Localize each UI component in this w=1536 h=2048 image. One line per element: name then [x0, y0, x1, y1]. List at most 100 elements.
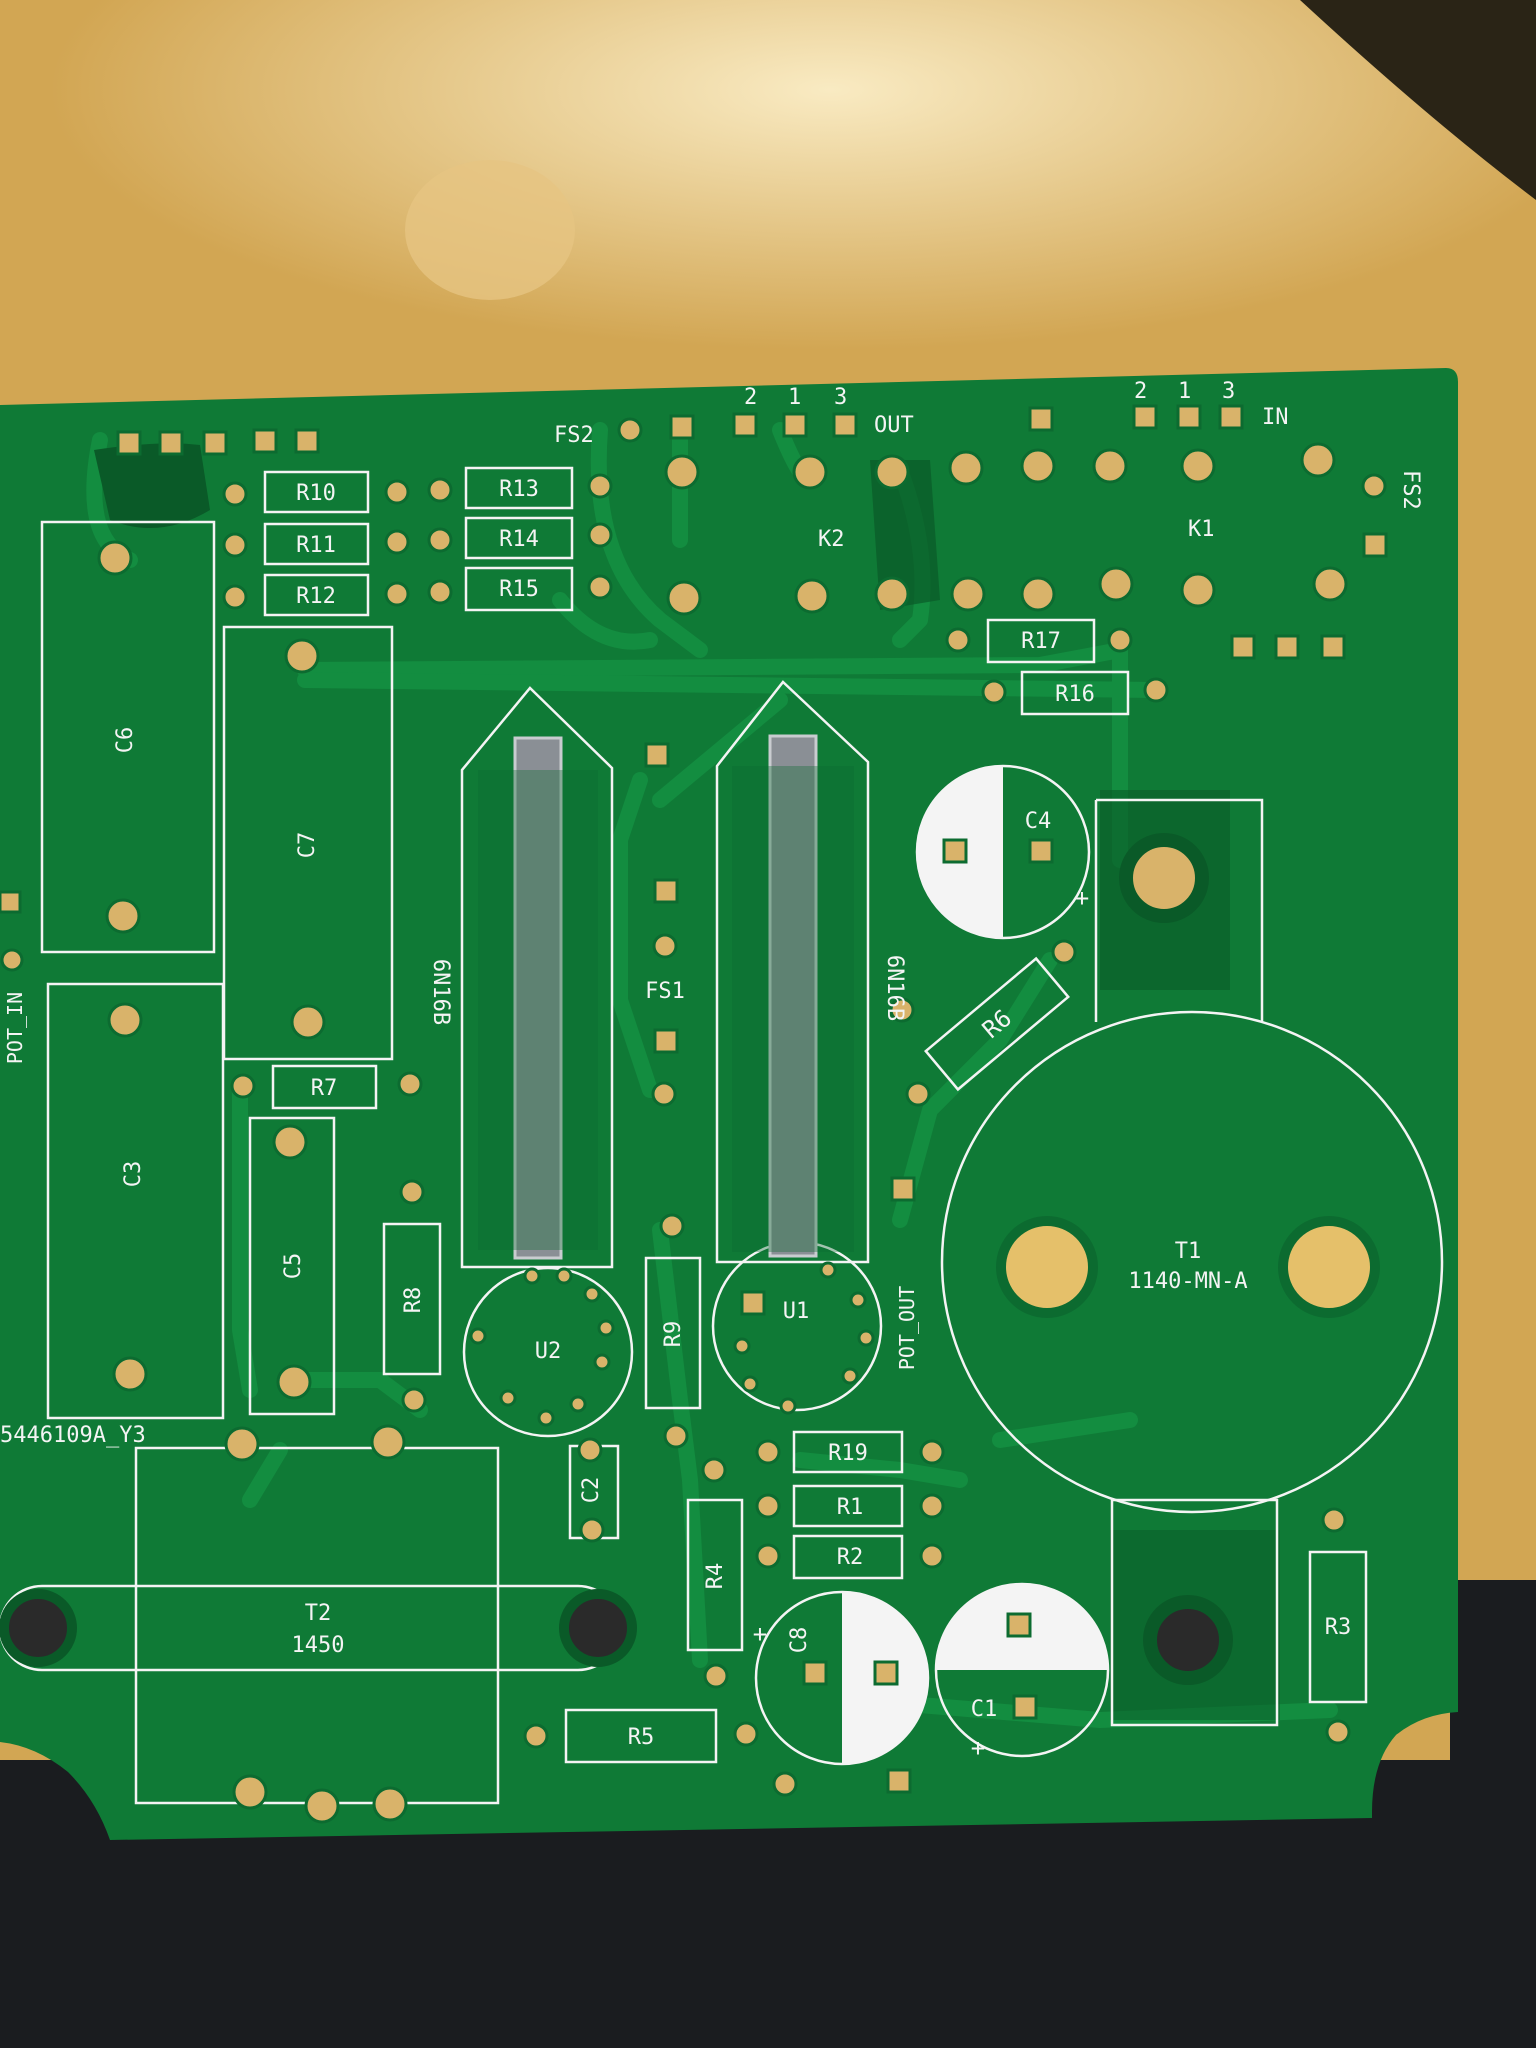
r13-outline [464, 466, 574, 510]
label-out-pin1: 1 [788, 385, 801, 410]
label-fs2-top: FS2 [554, 423, 594, 448]
label-r5: R5 [628, 1725, 655, 1750]
tube-left-outline [460, 686, 614, 1269]
tube-right-pad [768, 734, 818, 1258]
r19-outline [792, 1430, 904, 1474]
silkscreen-labels: FS2 OUT IN FS2 K2 K1 2 1 3 2 1 3 R10 R11… [0, 379, 1423, 1762]
label-plus-c8: + [753, 1620, 767, 1648]
r3-outline [1308, 1550, 1368, 1704]
label-r2: R2 [837, 1545, 864, 1570]
label-r14: R14 [499, 527, 539, 552]
dark-object-top-right [1300, 0, 1536, 200]
label-plus-c4: + [1075, 884, 1089, 912]
tube-right-outline [715, 680, 870, 1264]
r12-outline [263, 573, 370, 617]
label-tube-right: 6N16B [882, 955, 907, 1021]
t1-hole-right [1278, 1216, 1380, 1318]
r5-outline [564, 1708, 718, 1764]
r2-outline [792, 1534, 904, 1580]
label-in: IN [1262, 405, 1289, 430]
r16-outline [1020, 670, 1130, 716]
label-tube-left: 6N16B [428, 959, 453, 1025]
label-c1: C1 [971, 1697, 998, 1722]
label-u2: U2 [535, 1339, 562, 1364]
label-k2: K2 [818, 527, 845, 552]
t2-hole-left [0, 1589, 77, 1667]
label-pot-out: POT_OUT [895, 1286, 919, 1370]
square-pads [0, 404, 1388, 1794]
label-out-pin2: 2 [744, 385, 757, 410]
r7-outline [271, 1064, 378, 1110]
c6-outline [40, 520, 216, 954]
label-fs2-right: FS2 [1398, 470, 1423, 510]
mounting-holes [0, 833, 1380, 1685]
t1-hole-left [996, 1216, 1098, 1318]
label-r19: R19 [828, 1441, 868, 1466]
label-r15: R15 [499, 577, 539, 602]
c3-outline [46, 982, 225, 1420]
label-c8: C8 [787, 1627, 812, 1654]
label-c5: C5 [281, 1253, 306, 1280]
label-pot-in: POT_IN [3, 992, 27, 1064]
label-r1: R1 [837, 1495, 864, 1520]
label-in-pin2: 2 [1134, 379, 1147, 404]
label-fs1: FS1 [645, 979, 685, 1004]
r8-outline [382, 1222, 442, 1376]
u2-outline [462, 1266, 634, 1438]
r10-outline [263, 470, 370, 514]
tube-heatsinks [478, 734, 854, 1260]
label-r13: R13 [499, 477, 539, 502]
label-in-pin3: 3 [1222, 379, 1235, 404]
tube-left-vias [478, 770, 598, 1250]
label-in-pin1: 1 [1178, 379, 1191, 404]
label-r12: R12 [296, 584, 336, 609]
r17-outline [986, 618, 1096, 664]
label-c6: C6 [113, 727, 138, 754]
label-t2-part: 1450 [292, 1633, 345, 1658]
c7-outline [222, 625, 394, 1061]
label-r16: R16 [1055, 682, 1095, 707]
label-r8: R8 [401, 1287, 426, 1314]
table-stain [405, 160, 575, 300]
label-t2-name: T2 [305, 1601, 332, 1626]
t1-outline [940, 1010, 1444, 1514]
label-r11: R11 [296, 533, 336, 558]
tube-left-pad [513, 736, 563, 1260]
r9-outline [644, 1256, 702, 1410]
label-out: OUT [874, 413, 914, 438]
t1-bracket-outline [1096, 798, 1264, 1022]
tube-right-vias [732, 766, 854, 1252]
r6-outline [924, 956, 1070, 1092]
floor-shadow-right [1450, 1580, 1536, 2048]
round-pads [0, 417, 1387, 1824]
pcb-board [0, 368, 1458, 1840]
label-u1: U1 [783, 1299, 810, 1324]
t1-lower-box [1110, 1498, 1279, 1727]
label-t1-part: 1140-MN-A [1128, 1269, 1247, 1294]
label-k1: K1 [1188, 517, 1215, 542]
label-r10: R10 [296, 481, 336, 506]
r15-outline [464, 566, 574, 612]
label-c4: C4 [1025, 809, 1052, 834]
r11-outline [263, 522, 370, 566]
label-t1-name: T1 [1175, 1239, 1202, 1264]
label-r3: R3 [1325, 1615, 1352, 1640]
label-r17: R17 [1021, 629, 1061, 654]
r4-outline [686, 1498, 744, 1652]
label-plus-c1: + [971, 1734, 985, 1762]
label-r7: R7 [311, 1076, 338, 1101]
top-right-hole [1119, 833, 1209, 923]
r14-outline [464, 516, 574, 560]
label-c2: C2 [579, 1477, 604, 1504]
label-r9: R9 [661, 1321, 686, 1348]
r1-outline [792, 1484, 904, 1528]
label-c3: C3 [121, 1161, 146, 1188]
label-r4: R4 [703, 1563, 728, 1590]
label-c7: C7 [295, 832, 320, 859]
label-board-id: 5446109A_Y3 [0, 1423, 146, 1448]
t2-hole-right [559, 1589, 637, 1667]
c5-outline [248, 1116, 336, 1416]
label-out-pin3: 3 [834, 385, 847, 410]
bottom-right-hole [1143, 1595, 1233, 1685]
